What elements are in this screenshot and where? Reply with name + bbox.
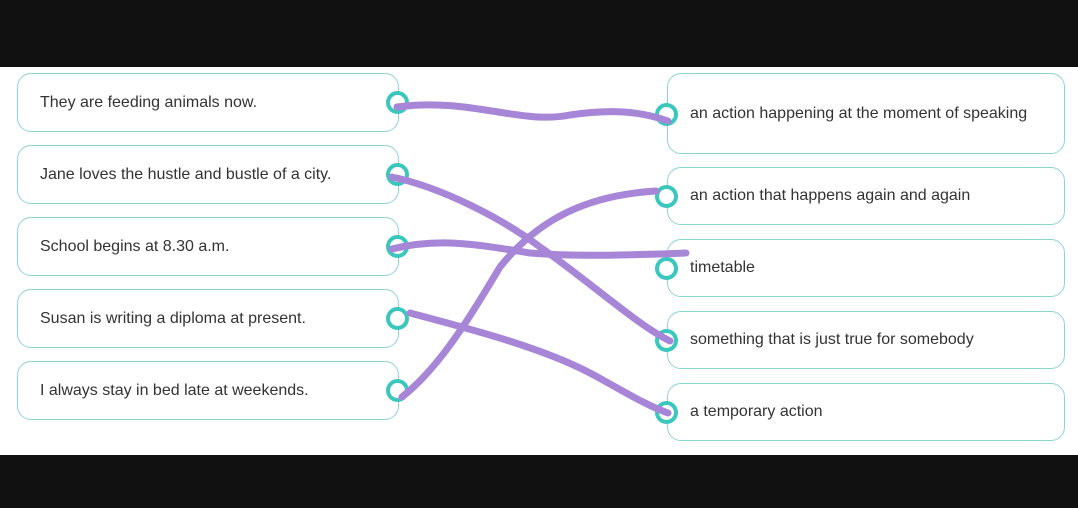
right-connector-4-icon[interactable]: [655, 329, 678, 352]
left-card-4[interactable]: Susan is writing a diploma at present.: [17, 289, 399, 348]
match-line-2-to-4: [388, 173, 674, 345]
match-line-5-to-2: [398, 187, 660, 401]
left-card-5[interactable]: I always stay in bed late at weekends.: [17, 361, 399, 420]
left-connector-5-icon[interactable]: [386, 379, 409, 402]
right-connector-2-icon[interactable]: [655, 185, 678, 208]
right-connector-5-icon[interactable]: [655, 401, 678, 424]
left-card-label: Susan is writing a diploma at present.: [40, 309, 306, 327]
right-card-label: an action that happens again and again: [690, 187, 971, 204]
left-connector-3-icon[interactable]: [386, 235, 409, 258]
right-card-label: an action happening at the moment of spe…: [690, 104, 1028, 122]
right-card-3[interactable]: timetable: [667, 239, 1065, 297]
right-card-1[interactable]: an action happening at the moment of spe…: [667, 73, 1065, 154]
matching-exercise: They are feeding animals now. Jane loves…: [0, 67, 1078, 455]
match-line-4-to-5: [406, 309, 672, 417]
left-card-label: Jane loves the hustle and bustle of a ci…: [40, 165, 332, 183]
left-connector-1-icon[interactable]: [386, 91, 409, 114]
right-connector-1-icon[interactable]: [655, 103, 678, 126]
left-card-3[interactable]: School begins at 8.30 a.m.: [17, 217, 399, 276]
right-card-5[interactable]: a temporary action: [667, 383, 1065, 441]
left-card-2[interactable]: Jane loves the hustle and bustle of a ci…: [17, 145, 399, 204]
left-connector-4-icon[interactable]: [386, 307, 409, 330]
match-line-1-to-1: [393, 101, 672, 125]
left-card-label: I always stay in bed late at weekends.: [40, 381, 309, 399]
right-card-4[interactable]: something that is just true for somebody: [667, 311, 1065, 369]
left-connector-2-icon[interactable]: [386, 163, 409, 186]
match-line-3-to-3: [388, 239, 690, 259]
right-connector-3-icon[interactable]: [655, 257, 678, 280]
right-card-2[interactable]: an action that happens again and again: [667, 167, 1065, 225]
right-card-label: something that is just true for somebody: [690, 331, 974, 348]
left-card-1[interactable]: They are feeding animals now.: [17, 73, 399, 132]
right-card-label: timetable: [690, 259, 755, 276]
left-card-label: School begins at 8.30 a.m.: [40, 237, 230, 255]
left-card-label: They are feeding animals now.: [40, 93, 258, 111]
right-card-label: a temporary action: [690, 403, 823, 420]
